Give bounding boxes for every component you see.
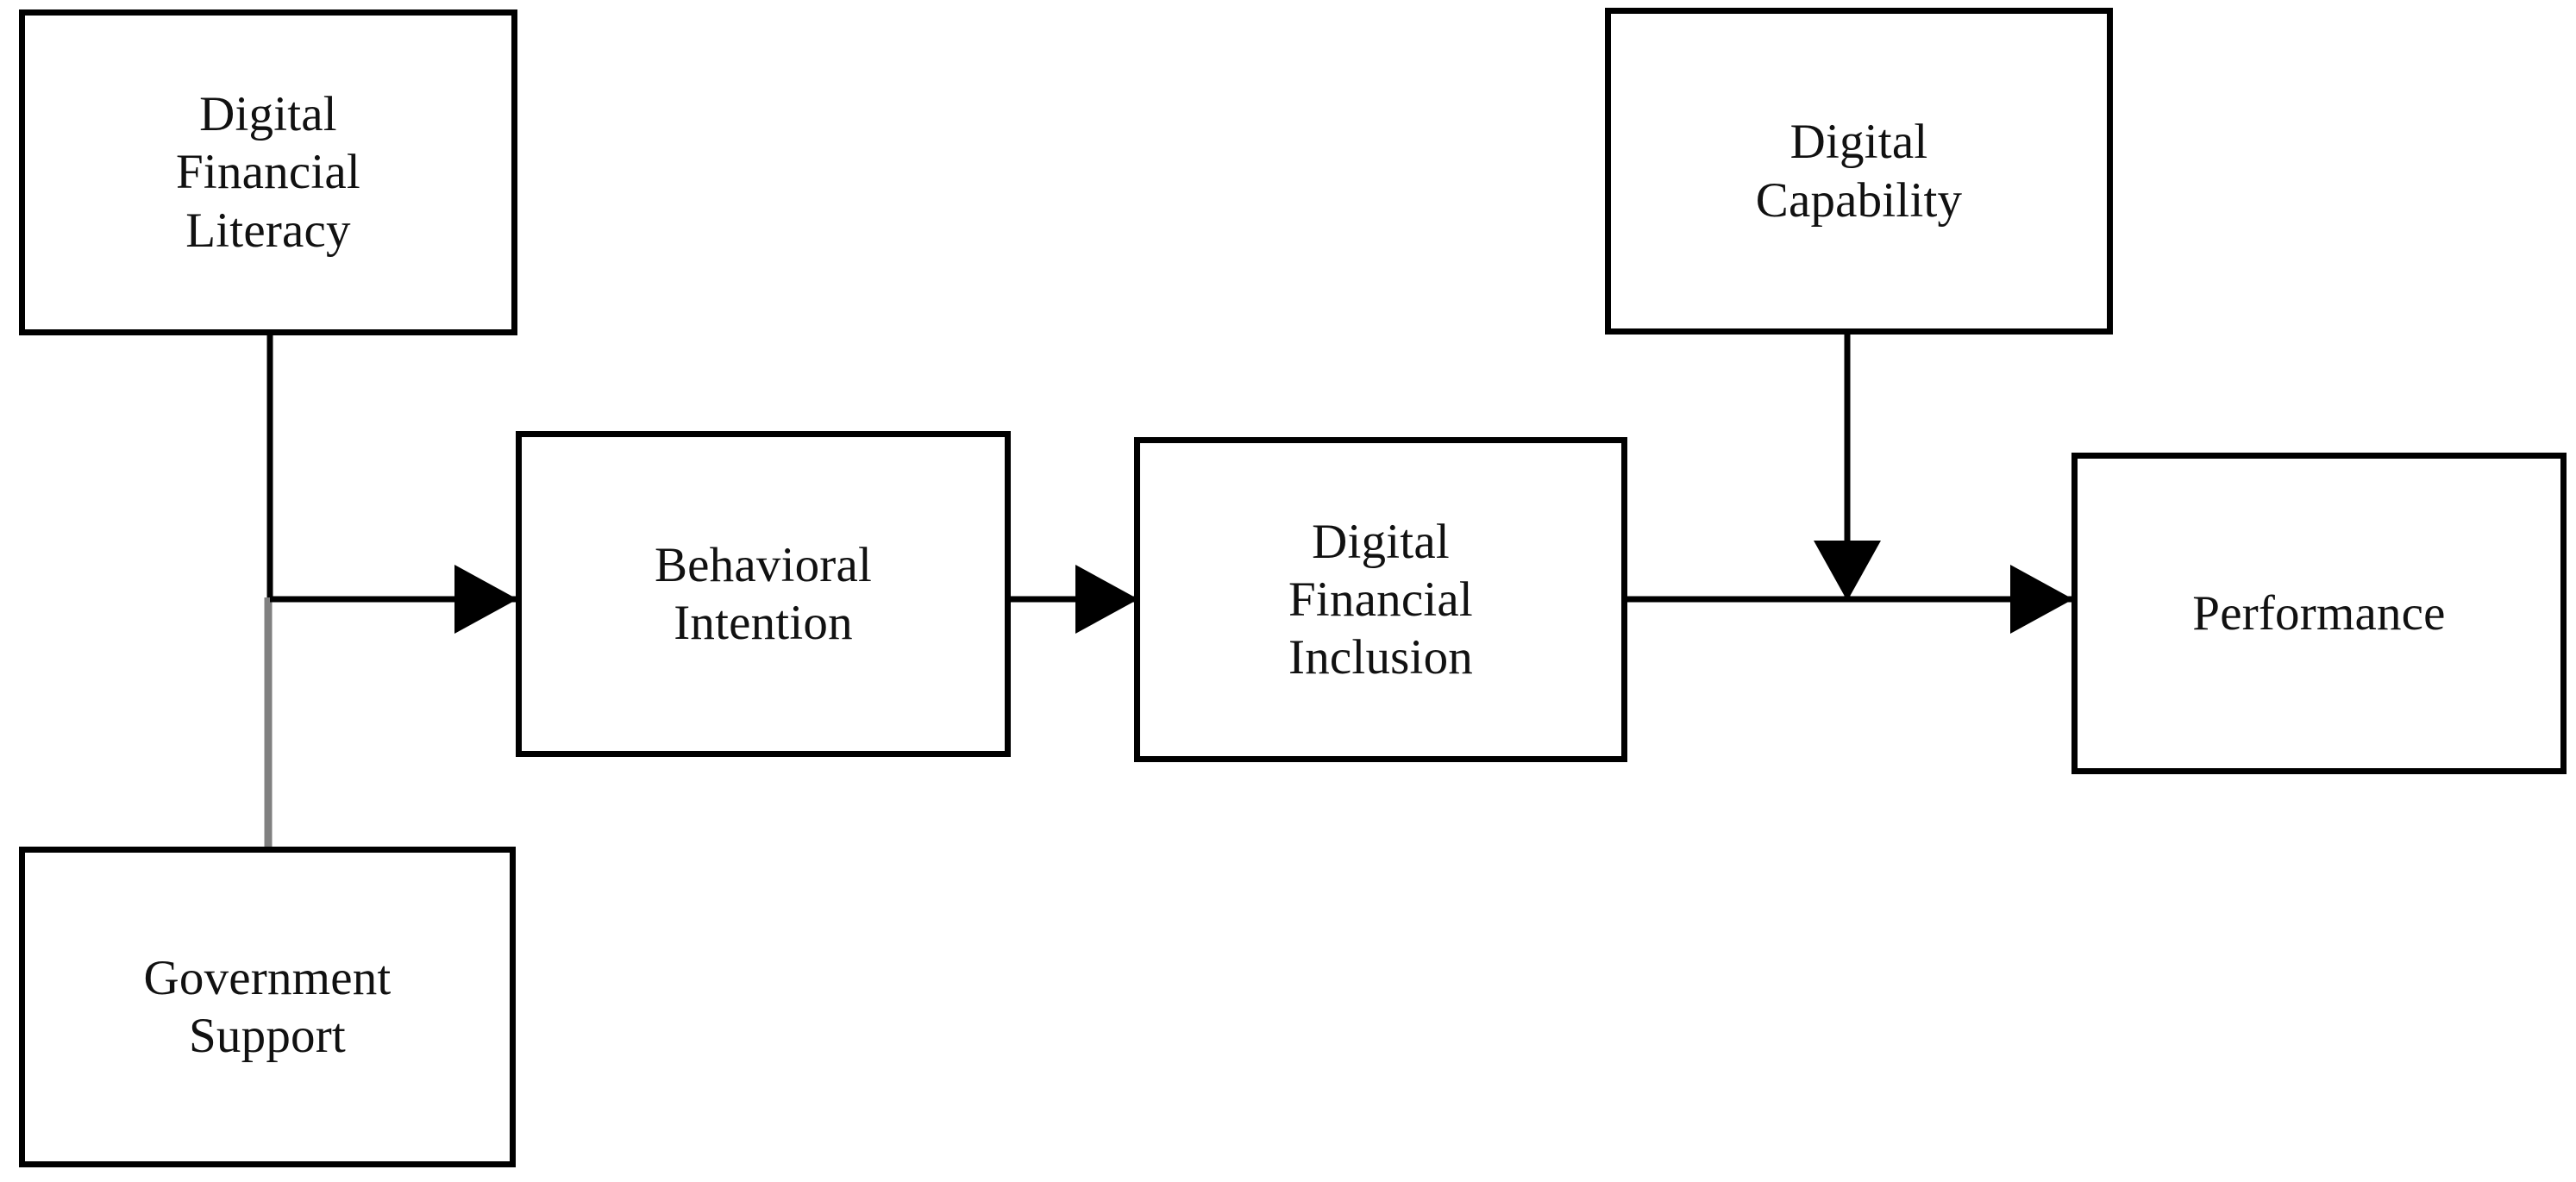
node-label-digital-financial-inclusion: Digital Financial Inclusion [1288, 514, 1473, 685]
node-label-government-support: Government Support [143, 950, 392, 1063]
node-behavioral-intention[interactable]: Behavioral Intention [516, 431, 1011, 757]
arrowhead-to-behavioral-intention [454, 565, 517, 634]
node-government-support[interactable]: Government Support [19, 847, 516, 1167]
node-label-performance: Performance [2192, 585, 2446, 641]
arrowhead-to-digital-financial-inclusion [1075, 565, 1138, 634]
arrowhead-from-digital-capability [1814, 541, 1881, 601]
node-digital-capability[interactable]: Digital Capability [1605, 8, 2113, 335]
node-label-digital-financial-literacy: Digital Financial Literacy [176, 87, 360, 258]
arrowhead-to-performance [2010, 565, 2073, 634]
node-label-digital-capability: Digital Capability [1755, 115, 1963, 228]
node-digital-financial-inclusion[interactable]: Digital Financial Inclusion [1134, 437, 1627, 762]
node-performance[interactable]: Performance [2071, 453, 2567, 774]
node-digital-financial-literacy[interactable]: Digital Financial Literacy [19, 9, 517, 335]
node-label-behavioral-intention: Behavioral Intention [654, 537, 873, 650]
